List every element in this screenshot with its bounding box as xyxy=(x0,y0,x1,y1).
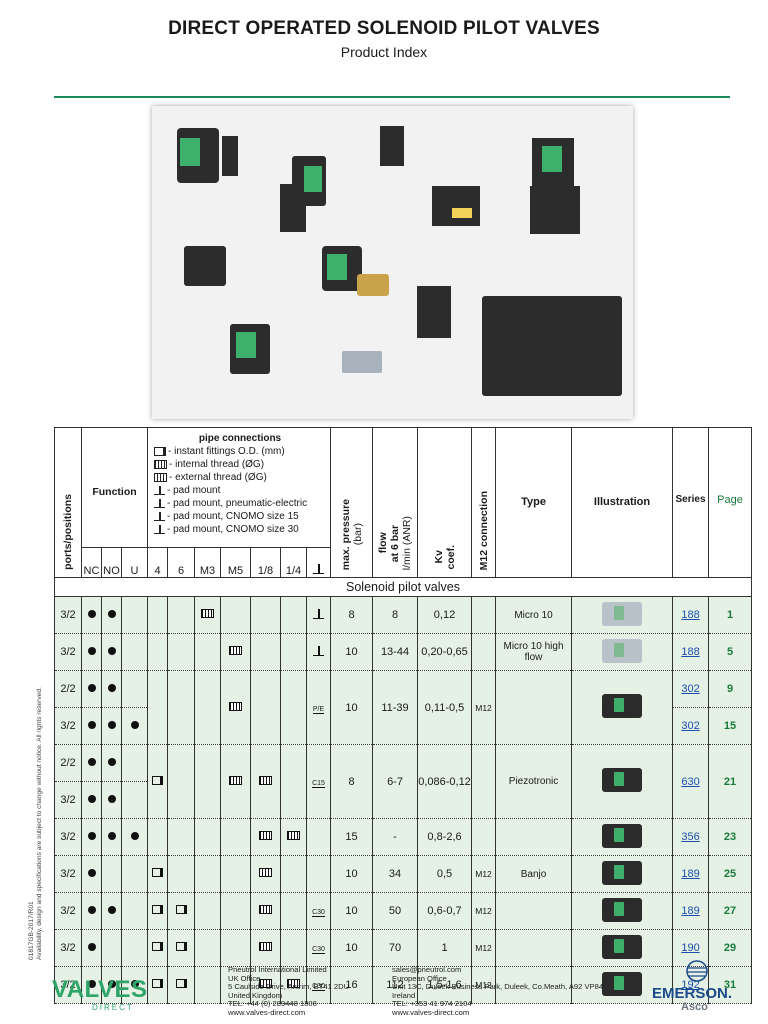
external-thread-icon xyxy=(259,868,272,877)
valve-illustration xyxy=(602,897,643,922)
header-series: Series xyxy=(672,427,710,578)
page-link[interactable]: 9 xyxy=(726,683,734,695)
valves-direct-logo: VALVES xyxy=(52,976,148,1003)
footer-uk-office: Pneutrol International Limited UK Office… xyxy=(228,965,350,1017)
header-size-m3: M3 xyxy=(194,547,221,578)
nc-dot xyxy=(87,610,96,618)
pad-mount-pe-icon xyxy=(154,498,165,508)
header-size-1-4: 1/4 xyxy=(280,547,307,578)
website-link[interactable]: www.valves-direct.com xyxy=(228,1007,306,1017)
valve-illustration xyxy=(602,823,643,848)
instant-fitting-icon xyxy=(152,775,163,785)
header-page: Page xyxy=(708,427,753,578)
valve-illustration xyxy=(602,768,643,792)
header-pipe-connections: pipe connections - instant fittings O.D.… xyxy=(146,427,332,548)
table-row: 3/2 302 15 xyxy=(54,707,753,745)
header-size-6: 6 xyxy=(167,547,195,578)
series-link[interactable]: 302 xyxy=(681,683,700,695)
header-nc: NC xyxy=(81,547,102,578)
series-link[interactable]: 356 xyxy=(681,831,700,843)
valves-direct-logo-sub: DIRECT xyxy=(92,1003,134,1012)
cnomo-15-icon xyxy=(154,511,165,521)
cnomo-30-icon: C30 xyxy=(312,909,325,917)
valve-illustration xyxy=(602,638,643,663)
page-link[interactable]: 31 xyxy=(723,979,737,991)
cnomo-15-icon: C15 xyxy=(312,779,325,788)
header-illustration: Illustration xyxy=(571,427,674,578)
valve-illustration xyxy=(602,934,643,959)
instant-fitting-icon xyxy=(154,446,166,456)
cnomo-30-icon xyxy=(154,524,165,534)
page-link[interactable]: 5 xyxy=(726,646,734,658)
product-index-table: ports/positions Function pipe connection… xyxy=(53,427,753,1004)
page-link[interactable]: 23 xyxy=(723,831,737,843)
series-link[interactable]: 192 xyxy=(681,979,700,991)
header-size-m5: M5 xyxy=(220,547,251,578)
series-link[interactable]: 188 xyxy=(681,646,700,658)
series-link[interactable]: 302 xyxy=(681,720,700,732)
pad-mount-icon xyxy=(313,564,324,574)
page-link[interactable]: 21 xyxy=(723,775,737,788)
valve-illustration xyxy=(602,601,643,626)
email-link[interactable]: sales@pneutrol.com xyxy=(392,965,462,974)
header-no: NO xyxy=(101,547,122,578)
pe-pad-icon: P/E xyxy=(312,705,325,714)
footer-eu-office: sales@pneutrol.com European Office Unit … xyxy=(392,965,604,1017)
external-thread-icon xyxy=(154,472,167,482)
side-notice: 01817GB-2017/R01 Availability, design an… xyxy=(28,687,44,960)
valve-illustration xyxy=(602,694,643,718)
emerson-globe-icon xyxy=(686,960,708,982)
pad-mount-icon xyxy=(154,485,165,495)
header-pressure: max. pressure(bar) xyxy=(330,427,374,578)
product-photo-drawing xyxy=(177,126,622,396)
header-size-1-8: 1/8 xyxy=(250,547,281,578)
table-row: 3/2 15-0,8-2,6 356 23 xyxy=(54,818,753,856)
website-link[interactable]: www.valves-direct.com xyxy=(392,1007,470,1017)
series-link[interactable]: 190 xyxy=(681,942,700,954)
page-link[interactable]: 15 xyxy=(723,720,737,732)
header-size-4: 4 xyxy=(147,547,168,578)
header-u: U xyxy=(121,547,148,578)
page-link[interactable]: 25 xyxy=(723,868,737,880)
series-link[interactable]: 189 xyxy=(681,905,700,917)
pipe-title: pipe connections xyxy=(198,433,282,444)
table-row: 3/2 xyxy=(54,781,752,819)
header-m12: M12 connection xyxy=(471,427,497,578)
valve-illustration xyxy=(602,860,643,885)
doc-code: 01817GB-2017/R01 xyxy=(28,901,35,960)
valve-illustration xyxy=(602,971,643,996)
header-pad xyxy=(305,547,332,578)
asco-logo: Asco xyxy=(681,1001,708,1013)
product-photo xyxy=(152,106,633,419)
page-link[interactable]: 29 xyxy=(723,942,737,954)
title-divider xyxy=(54,96,730,98)
header-type: Type xyxy=(495,427,573,578)
emerson-logo: EMERSON. xyxy=(652,985,733,1002)
series-link[interactable]: 189 xyxy=(681,868,700,880)
header-ports: ports/positions xyxy=(54,427,82,578)
page-link[interactable]: 1 xyxy=(726,609,734,621)
no-dot xyxy=(107,610,116,618)
series-link[interactable]: 630 xyxy=(681,775,700,788)
internal-thread-icon xyxy=(201,609,214,618)
internal-thread-icon xyxy=(154,459,167,469)
series-link[interactable]: 188 xyxy=(681,609,700,621)
header-function: Function xyxy=(81,427,148,548)
page-title: DIRECT OPERATED SOLENOID PILOT VALVES xyxy=(168,18,600,39)
section-title: Solenoid pilot valves xyxy=(53,577,753,597)
page-subtitle: Product Index xyxy=(340,44,428,60)
page-link[interactable]: 27 xyxy=(723,905,737,917)
pad-mount-icon xyxy=(313,608,324,619)
disclaimer: Availability, design and specifications … xyxy=(36,687,43,960)
